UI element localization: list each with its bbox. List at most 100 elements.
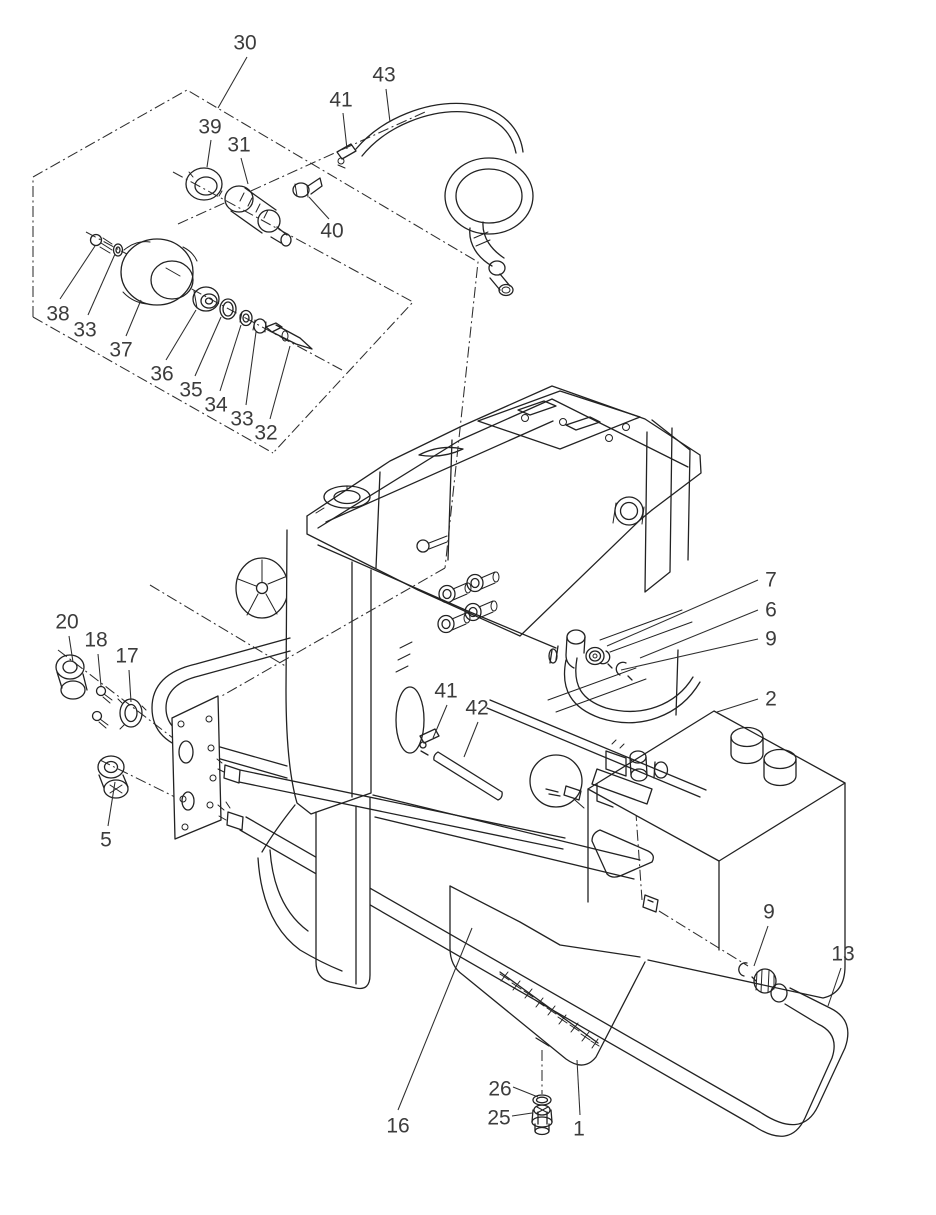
callout-label-2-17: 2 [765,688,777,711]
seat-34 [239,309,253,327]
clip-9 [615,661,633,681]
screws-18 [91,685,113,729]
callout-leader-6-15 [639,609,759,659]
stem-32 [265,322,313,350]
callout-label-42-22: 42 [465,697,488,720]
frame-rail [486,699,707,798]
callout-label-31-4: 31 [227,134,250,157]
callout-leader-36-9 [165,309,197,361]
tank-hatch-texture [499,971,600,1049]
fuel-cap [315,485,371,514]
callout-label-41-2: 41 [329,89,352,112]
callout-label-9-24: 9 [763,901,775,924]
coupler-20 [55,654,88,700]
fitting-40 [292,177,323,198]
top-panel [477,390,641,450]
chemical-suction-hose-43 [355,102,534,297]
callout-label-25-27: 25 [487,1107,510,1130]
callout-leader-37-8 [125,299,142,337]
screw-38 [89,233,113,254]
callout-leader-1-29 [576,1059,581,1116]
callout-leader-39-3 [206,139,212,168]
callout-leader-17-20 [128,669,132,703]
water-tank [449,885,646,1066]
callout-label-13-25: 13 [831,943,854,966]
callout-label-16-28: 16 [386,1115,409,1138]
phantom-detail-boundaries [32,89,479,698]
nut-33 [252,318,267,334]
callout-leader-9-24 [753,925,769,967]
nozzle-holder-bolts [437,571,500,634]
callout-label-26-26: 26 [488,1078,511,1101]
callout-leader-20-18 [68,635,74,663]
drain-plug-parts [531,1094,553,1136]
o-ring-35 [219,298,237,320]
callout-label-9-16: 9 [765,628,777,651]
clamp-6 [599,650,613,669]
clamp-41 [419,728,440,756]
callout-label-37-8: 37 [109,339,132,362]
callout-label-20-18: 20 [55,611,78,634]
callout-label-39-3: 39 [198,116,221,139]
frame-rail [372,794,641,880]
callout-label-6-15: 6 [765,599,777,622]
mounting-plate-assembly [55,654,566,850]
callout-label-35-10: 35 [179,379,202,402]
washer-33 [112,243,124,257]
side-knob [612,496,645,526]
callout-label-41-21: 41 [434,680,457,703]
decal-marks [395,641,413,673]
callout-layer: 3043413931403833373635343332769220181741… [46,32,854,1141]
exploded-valve-parts [89,102,534,350]
callout-label-33-12: 33 [230,408,253,431]
callout-leader-33-12 [245,331,257,406]
callout-label-7-14: 7 [765,569,777,592]
tank-filler-cap [763,748,797,787]
callout-label-18-19: 18 [84,629,107,652]
retainer-17 [117,698,147,730]
callout-leader-42-22 [463,721,479,758]
knob-37 [120,238,198,306]
callout-label-5-23: 5 [100,829,112,852]
callout-leader-43-1 [385,88,391,123]
callout-label-17-20: 17 [115,645,138,668]
callout-leader-25-27 [511,1112,533,1117]
wheel [235,557,289,619]
callout-leader-13-25 [827,967,842,1007]
hose-fittings-on-plate [216,758,566,850]
callout-leader-31-4 [240,157,249,185]
tank-filler-cap [730,726,764,765]
callout-leader-9-16 [620,638,759,671]
tank-outlet-fitting [738,962,788,1003]
callout-label-34-11: 34 [204,394,228,417]
callout-label-40-5: 40 [320,220,343,243]
suction-hose-13 [239,816,849,1137]
callout-leader-18-19 [97,653,102,687]
callout-leader-2-17 [716,698,759,713]
callout-leader-5-23 [107,781,116,827]
callout-leader-38-6 [59,245,96,300]
callout-leader-35-10 [194,316,222,377]
solenoid-valve [545,739,669,808]
callout-leader-26-26 [512,1086,539,1098]
coupler-5 [97,755,129,799]
chemical-hose-assembly [548,629,701,724]
callout-leader-34-11 [219,324,242,392]
tube-42 [433,751,503,801]
ring-nut-39 [185,167,223,201]
pressure-washer-body [235,385,707,990]
callout-leader-16-28 [397,927,473,1111]
detergent-tank [587,710,846,999]
callout-label-38-6: 38 [46,303,69,326]
callout-label-33-7: 33 [73,319,96,342]
callout-label-43-1: 43 [372,64,395,87]
valve-body-31 [224,185,292,247]
callout-leader-40-5 [308,196,330,220]
callout-leader-30-0 [217,56,248,109]
callout-leader-41-21 [432,704,448,739]
callout-label-30-0: 30 [233,32,256,55]
callout-label-1-29: 1 [573,1118,585,1141]
callout-leader-7-14 [606,579,759,647]
